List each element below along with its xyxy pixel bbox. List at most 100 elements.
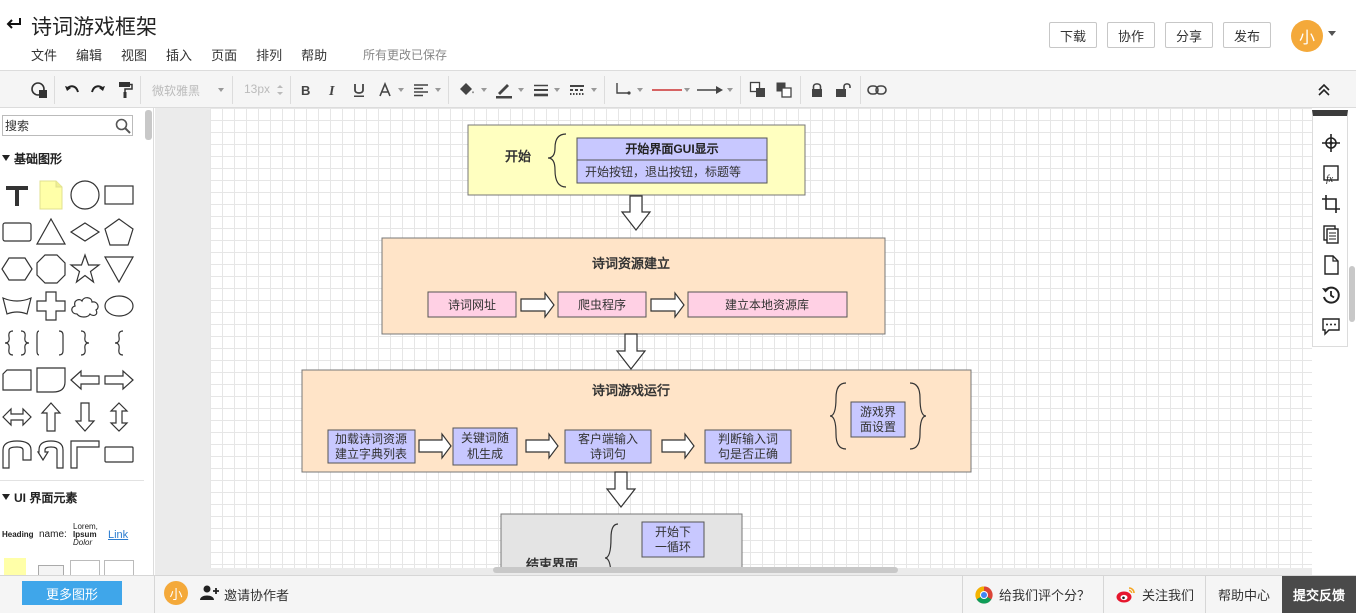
folded-shape-icon[interactable] [34,363,68,397]
rectangle-shape-icon[interactable] [102,178,136,212]
game-settings-node[interactable] [850,401,906,438]
line-color-icon[interactable] [493,80,515,100]
menu-insert[interactable]: 插入 [166,48,193,63]
ui-text-sample[interactable]: Ipsum [73,530,97,539]
cloud-shape-icon[interactable] [68,289,102,323]
download-button[interactable]: 下载 [1049,22,1097,48]
document-title[interactable]: 诗词游戏框架 [31,16,157,39]
underline-icon[interactable] [350,80,368,100]
help-center-link[interactable]: 帮助中心 [1205,576,1282,613]
page-icon[interactable] [1321,255,1341,275]
connector-icon[interactable] [612,80,634,100]
rounded-rectangle-shape-icon[interactable] [0,215,34,249]
history-icon[interactable] [1321,285,1341,305]
publish-button[interactable]: 发布 [1223,22,1271,48]
u-turn-arrow-shape-icon[interactable] [0,437,34,471]
up-arrow-shape-icon[interactable] [34,400,68,434]
chevron-down-icon[interactable] [1328,31,1336,36]
text-shape-icon[interactable] [0,178,34,212]
menu-page[interactable]: 页面 [211,48,238,63]
category-basic-shapes[interactable]: 基础图形 [0,149,62,167]
canvas-page[interactable]: 开始 开始界面GUI显示 开始按钮，退出按钮，标题等 诗词资源建立 诗词网址 爬… [210,108,1312,568]
u-turn-down-shape-icon[interactable] [34,437,68,471]
ui-text-sample[interactable]: Dolor [73,538,93,547]
collapse-icon[interactable] [1314,80,1334,100]
menu-help[interactable]: 帮助 [301,48,328,63]
send-back-icon[interactable] [774,80,794,100]
back-arrow-icon[interactable] [4,12,26,34]
right-brace-shape-icon[interactable] [68,326,102,360]
down-arrow-shape-icon[interactable] [68,400,102,434]
share-button[interactable]: 分享 [1165,22,1213,48]
undo-icon[interactable] [62,80,82,100]
bring-front-icon[interactable] [748,80,768,100]
bold-icon[interactable]: B [297,80,315,100]
style-icon[interactable] [28,80,50,100]
menu-file[interactable]: 文件 [31,48,58,63]
curved-banner-shape-icon[interactable] [0,289,34,323]
line-dash-icon[interactable] [567,80,587,100]
search-icon[interactable] [115,118,131,134]
diamond-shape-icon[interactable] [68,215,102,249]
flow-node[interactable] [557,291,647,318]
navigator-icon[interactable] [1321,133,1341,153]
right-arrow-shape-icon[interactable] [102,363,136,397]
cross-shape-icon[interactable] [34,289,68,323]
more-shapes-button[interactable]: 更多图形 [22,581,122,605]
panel-scrollbar[interactable] [145,110,152,140]
collaborate-button[interactable]: 协作 [1107,22,1155,48]
follow-us-link[interactable]: 关注我们 [1103,576,1205,613]
format-painter-icon[interactable] [115,80,135,100]
user-avatar[interactable]: 小 [1291,20,1323,52]
vertical-double-arrow-shape-icon[interactable] [102,400,136,434]
flow-node[interactable] [704,429,792,464]
ui-text-sample[interactable]: Lorem, [73,522,98,531]
invite-collaborator-link[interactable]: 邀请协作者 [224,588,290,603]
octagon-shape-icon[interactable] [34,252,68,286]
font-size-stepper-icon[interactable] [275,80,285,100]
font-family-select[interactable]: 微软雅黑 [152,84,201,98]
small-rectangle-shape-icon[interactable] [102,437,136,471]
circle-shape-icon[interactable] [68,178,102,212]
hexagon-shape-icon[interactable] [0,252,34,286]
flow-node[interactable] [564,429,652,464]
flow-node[interactable] [327,429,416,464]
arrow-style-icon[interactable] [696,80,724,100]
ui-dialog-sample[interactable] [104,560,134,575]
ui-label-sample[interactable]: name: [39,529,67,540]
search-input[interactable] [3,116,111,135]
star-shape-icon[interactable] [68,252,102,286]
flow-node[interactable] [427,291,517,318]
inverted-triangle-shape-icon[interactable] [102,252,136,286]
line-weight-icon[interactable] [531,80,551,100]
ui-window-sample[interactable] [70,560,100,575]
page-copy-icon[interactable] [1321,224,1341,244]
flow-node[interactable] [687,291,848,318]
collaborator-avatar[interactable]: 小 [164,581,188,605]
ui-input-sample[interactable] [38,565,64,575]
fill-icon[interactable] [456,80,478,100]
lock-icon[interactable] [808,80,826,100]
crop-icon[interactable] [1321,194,1341,214]
flow-node[interactable] [452,427,518,466]
next-round-node[interactable] [641,521,705,558]
menu-edit[interactable]: 编辑 [76,48,103,63]
ellipse-shape-icon[interactable] [102,289,136,323]
ui-note-sample[interactable] [4,558,26,575]
note-shape-icon[interactable] [34,178,68,212]
brace-shape-icon[interactable] [102,326,136,360]
comment-icon[interactable] [1321,316,1341,336]
formula-icon[interactable]: fx [1321,164,1341,184]
italic-icon[interactable]: I [324,80,342,100]
category-ui-elements[interactable]: UI 界面元素 [0,488,77,506]
link-icon[interactable] [866,80,888,100]
ui-link-sample[interactable]: Link [108,529,129,541]
horizontal-scrollbar[interactable] [493,567,898,573]
redo-icon[interactable] [88,80,108,100]
align-icon[interactable] [411,80,431,100]
left-arrow-shape-icon[interactable] [68,363,102,397]
corner-shape-icon[interactable] [68,437,102,471]
font-size-input[interactable]: 13px [244,82,271,96]
font-color-icon[interactable] [376,80,394,100]
ui-heading-sample[interactable]: Heading [2,530,34,539]
